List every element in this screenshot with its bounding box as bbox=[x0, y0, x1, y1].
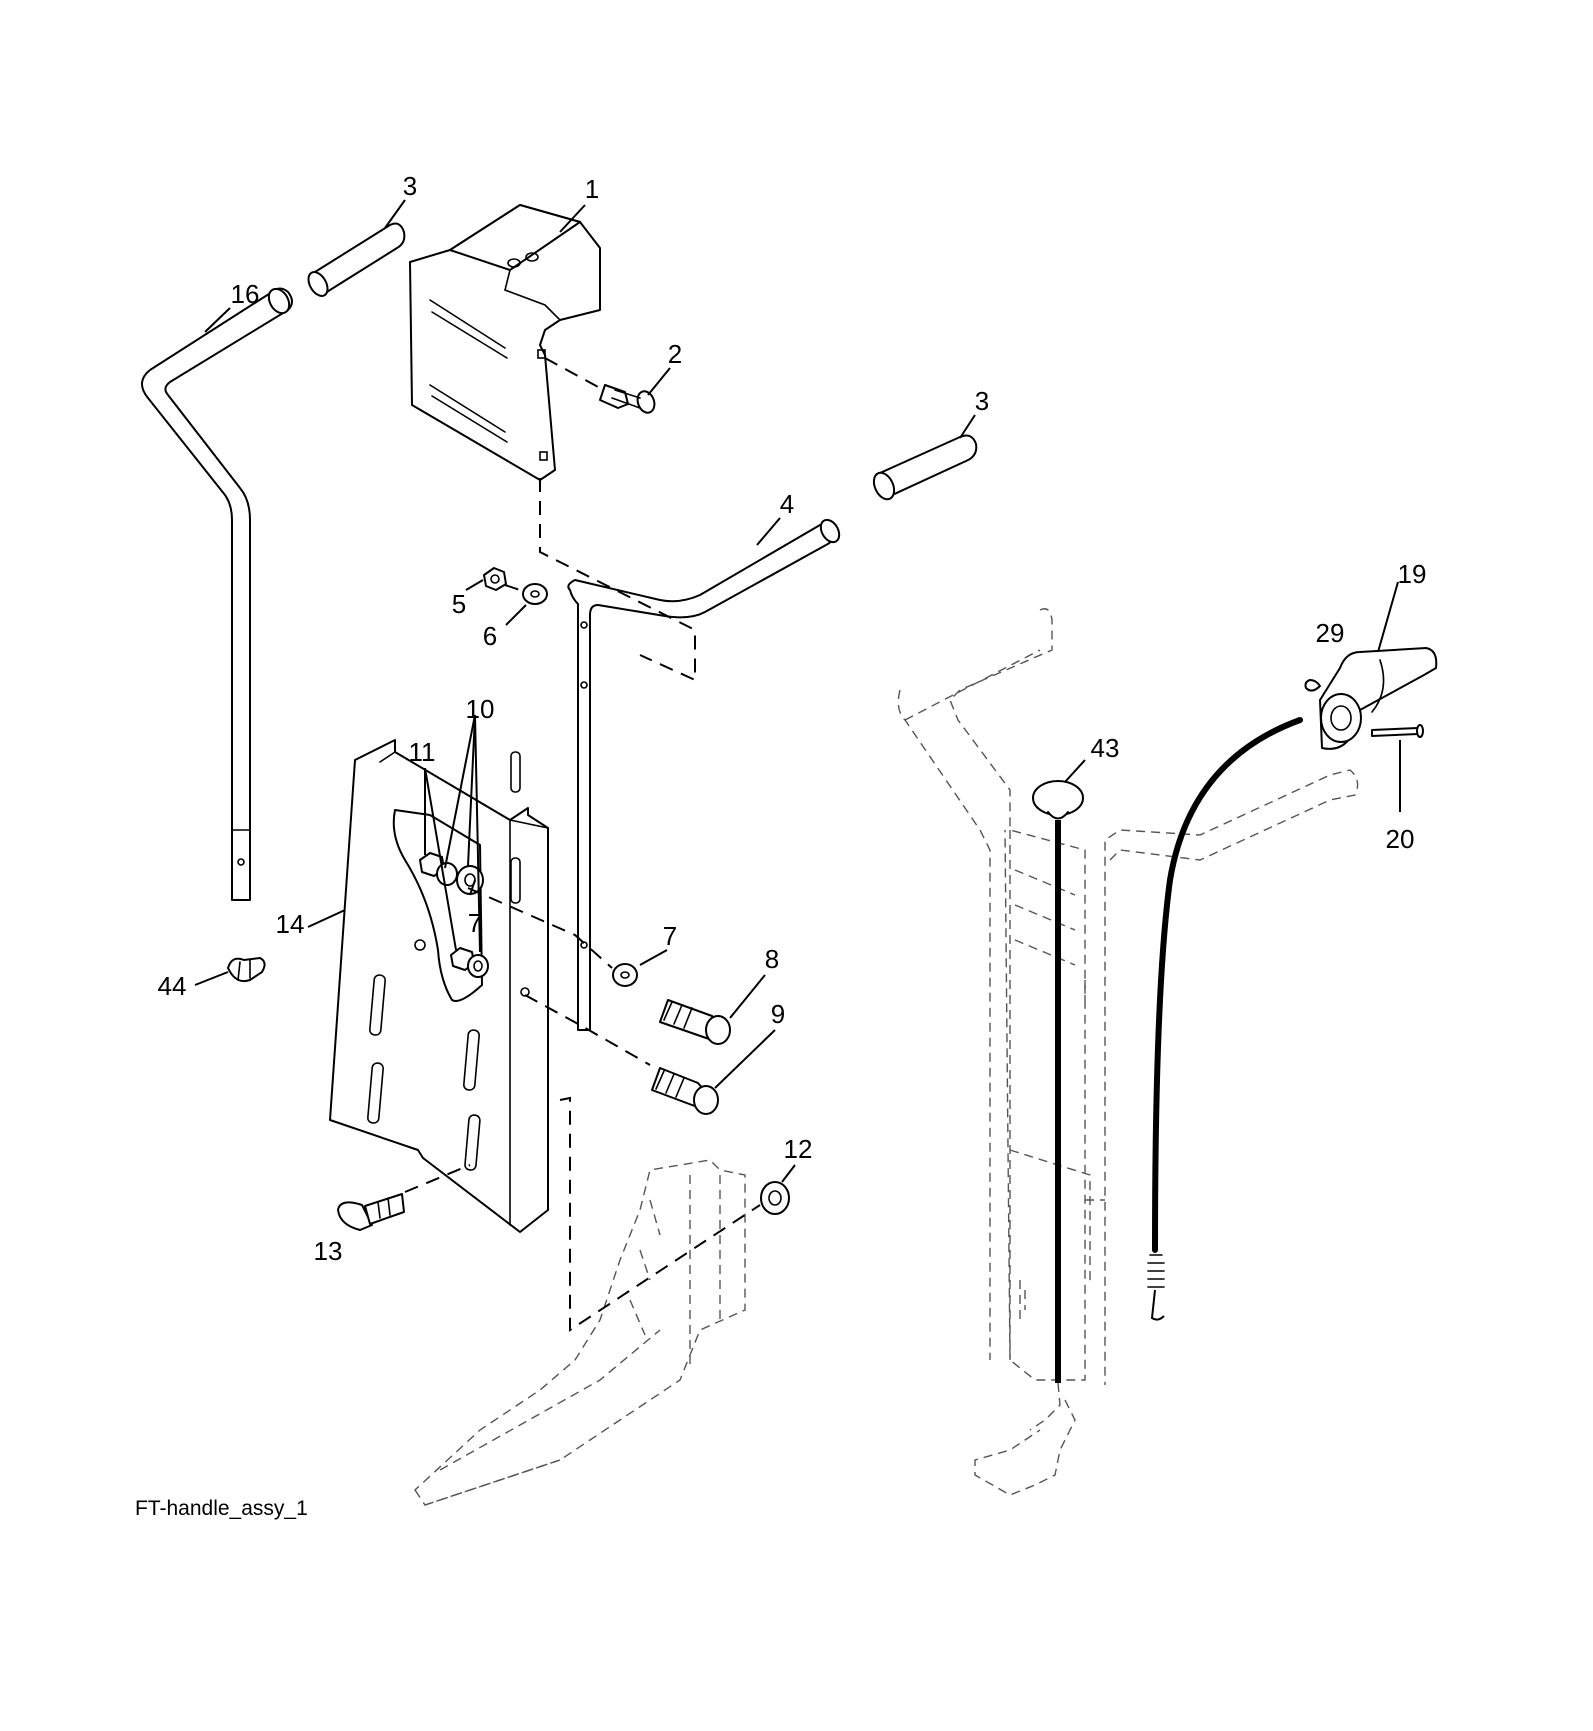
callout-1: 1 bbox=[585, 174, 599, 204]
ghost-frame-right bbox=[897, 608, 1359, 1496]
dash-bracket-screw bbox=[544, 357, 601, 389]
ghost-frame-left bbox=[414, 1159, 746, 1506]
side-plate-14[interactable] bbox=[329, 739, 549, 1233]
control-handle-19[interactable] bbox=[1319, 647, 1438, 750]
screw-2[interactable] bbox=[599, 384, 657, 415]
clamp-44[interactable] bbox=[227, 957, 266, 983]
control-bracket-1[interactable] bbox=[409, 204, 601, 481]
pin-20[interactable] bbox=[1371, 724, 1424, 738]
callout-43: 43 bbox=[1091, 733, 1120, 763]
callout-8: 8 bbox=[765, 944, 779, 974]
callout-29: 29 bbox=[1316, 618, 1345, 648]
bolt-9[interactable] bbox=[651, 1067, 719, 1115]
callout-19: 19 bbox=[1398, 559, 1427, 589]
figure-caption: FT-handle_assy_1 bbox=[135, 1497, 308, 1520]
upper-handle-16[interactable] bbox=[141, 285, 293, 901]
washer-7[interactable] bbox=[612, 963, 638, 987]
callout-16: 16 bbox=[231, 279, 260, 309]
callout-5: 5 bbox=[452, 589, 466, 619]
callout-2: 2 bbox=[668, 339, 682, 369]
callout-12: 12 bbox=[784, 1134, 813, 1164]
callout-3-left: 3 bbox=[403, 171, 417, 201]
clip-29[interactable] bbox=[1304, 679, 1321, 692]
washer-10-lower[interactable] bbox=[467, 954, 489, 978]
carriage-bolt-13[interactable] bbox=[337, 1193, 405, 1231]
callouts: 3 1 16 2 3 4 5 6 10 11 7 7 14 8 9 44 12 … bbox=[158, 171, 1427, 1266]
leader-lines bbox=[194, 199, 1401, 1183]
cable[interactable] bbox=[1152, 717, 1303, 1253]
grip-3-left[interactable] bbox=[305, 222, 406, 300]
callout-7-washer: 7 bbox=[663, 921, 677, 951]
callout-7-plate: 7 bbox=[468, 908, 482, 938]
callout-44: 44 bbox=[158, 971, 187, 1001]
callout-3-right: 3 bbox=[975, 386, 989, 416]
washer-6[interactable] bbox=[522, 583, 548, 605]
dash-handle-bracket bbox=[539, 478, 696, 682]
cable-spring bbox=[1147, 1254, 1165, 1321]
dash-bolt-9 bbox=[524, 994, 651, 1066]
callout-10: 10 bbox=[466, 694, 495, 724]
dash-bolt-8 bbox=[467, 887, 613, 969]
callout-13: 13 bbox=[314, 1236, 343, 1266]
dash-bolt-13 bbox=[404, 1164, 471, 1193]
flange-nut-12[interactable] bbox=[760, 1181, 790, 1215]
bolt-8[interactable] bbox=[659, 999, 731, 1045]
callout-6: 6 bbox=[483, 621, 497, 651]
callout-4: 4 bbox=[780, 489, 794, 519]
grip-3-right[interactable] bbox=[870, 434, 978, 503]
callout-11: 11 bbox=[409, 737, 436, 767]
callout-14: 14 bbox=[276, 909, 305, 939]
dash-plate-frame bbox=[559, 1096, 761, 1332]
locknut-5[interactable] bbox=[483, 567, 507, 591]
dash-nut-washer bbox=[504, 584, 521, 591]
callout-20: 20 bbox=[1386, 824, 1415, 854]
control-knob-43[interactable] bbox=[1032, 780, 1084, 820]
callout-9: 9 bbox=[771, 999, 785, 1029]
rod-linkage bbox=[1029, 1382, 1061, 1431]
lower-handle-4[interactable] bbox=[567, 517, 843, 1031]
